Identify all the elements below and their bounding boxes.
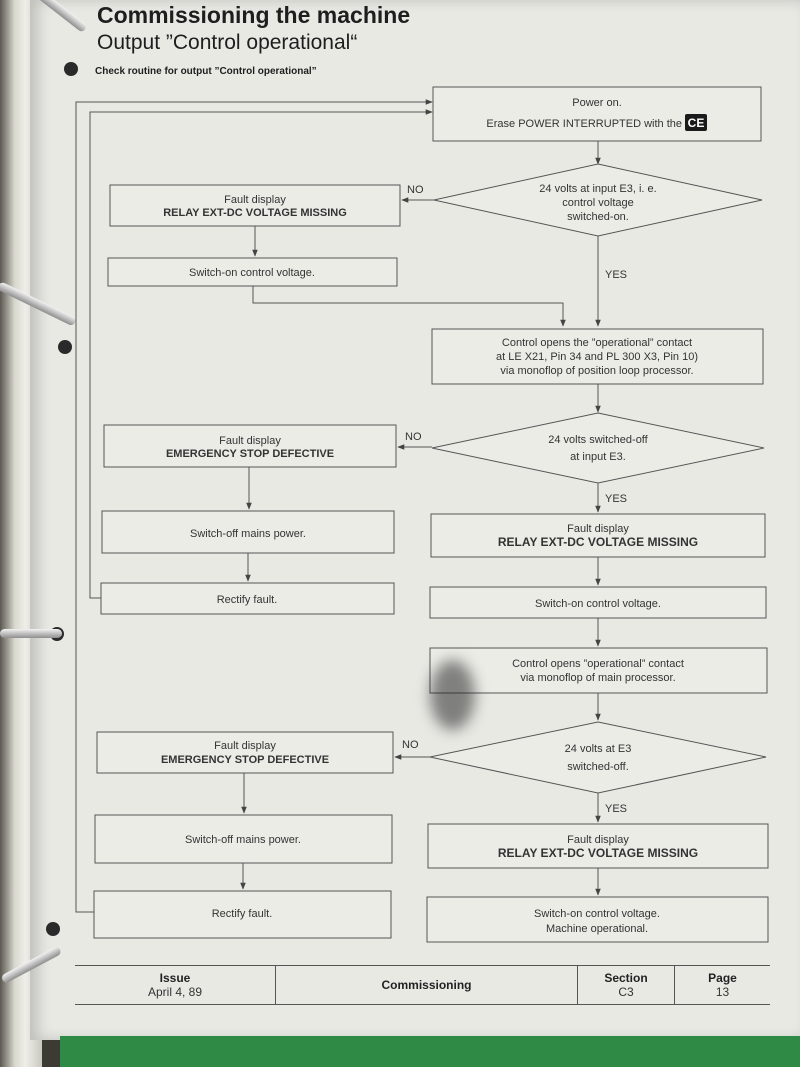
- process-box-1: Control opens the ”operational” contact …: [431, 328, 764, 385]
- footer-page-label: Page: [708, 971, 737, 985]
- start-line-1: Power on.: [572, 97, 622, 109]
- fault-1-line-2: RELAY EXT-DC VOLTAGE MISSING: [163, 207, 347, 219]
- fault-box-1: Fault display RELAY EXT-DC VOLTAGE MISSI…: [109, 184, 401, 227]
- action-box-1: Switch-on control voltage.: [107, 257, 398, 287]
- fault-3-line-2: RELAY EXT-DC VOLTAGE MISSING: [498, 535, 698, 549]
- decision-2: 24 volts switched-off at input E3.: [431, 412, 765, 484]
- action-5-text: Switch-off mains power.: [185, 834, 301, 846]
- flowchart-caption: Check routine for output ”Control operat…: [95, 66, 317, 77]
- decision-1: 24 volts at input E3, i. e. control volt…: [433, 163, 763, 237]
- footer-page-value: 13: [715, 985, 730, 999]
- decision-2-line-1: 24 volts switched-off: [548, 434, 648, 446]
- process-box-2: Control opens ”operational” contact via …: [429, 647, 768, 694]
- no-label: NO: [407, 184, 424, 196]
- process-1-line-3: via monoflop of position loop processor.: [500, 365, 693, 377]
- footer-section-value: C3: [618, 985, 634, 999]
- footer-section: Section C3: [578, 966, 674, 1004]
- process-2-line-2: via monoflop of main processor.: [520, 672, 675, 684]
- fault-box-5: Fault display RELAY EXT-DC VOLTAGE MISSI…: [427, 823, 769, 869]
- fault-box-4: Fault display EMERGENCY STOP DEFECTIVE: [96, 731, 394, 774]
- punch-hole: [64, 62, 78, 76]
- end-line-1: Switch-on control voltage.: [534, 908, 660, 920]
- fault-4-line-2: EMERGENCY STOP DEFECTIVE: [161, 754, 329, 766]
- green-cover-strip: [60, 1036, 800, 1067]
- fault-5-line-2: RELAY EXT-DC VOLTAGE MISSING: [498, 846, 698, 860]
- action-box-2: Switch-off mains power.: [101, 510, 395, 554]
- footer-divider: [577, 966, 578, 1004]
- footer-page: Page 13: [675, 966, 770, 1004]
- action-3-text: Rectify fault.: [217, 594, 278, 606]
- footer-divider: [674, 966, 675, 1004]
- action-2-text: Switch-off mains power.: [190, 528, 306, 540]
- yes-label: YES: [605, 803, 627, 815]
- decision-1-line-1: 24 volts at input E3, i. e.: [539, 183, 656, 195]
- fault-3-line-1: Fault display: [567, 523, 629, 535]
- fault-5-line-1: Fault display: [567, 834, 629, 846]
- action-1-text: Switch-on control voltage.: [189, 267, 315, 279]
- footer-section-label: Section: [604, 971, 648, 985]
- fault-1-line-1: Fault display: [224, 194, 286, 206]
- yes-label: YES: [605, 493, 627, 505]
- start-box: Power on. Erase POWER INTERRUPTED with t…: [432, 86, 762, 142]
- decision-3-line-1: 24 volts at E3: [565, 743, 632, 755]
- decision-1-line-3: switched-on.: [567, 211, 629, 223]
- fault-box-2: Fault display EMERGENCY STOP DEFECTIVE: [103, 424, 397, 468]
- footer-issue-label: Issue: [159, 971, 191, 985]
- flow-connectors: [75, 99, 601, 913]
- footer-chapter: Commissioning: [276, 966, 577, 1004]
- end-line-2: Machine operational.: [546, 923, 648, 935]
- ce-key-icon: [685, 114, 707, 131]
- action-box-3: Rectify fault.: [100, 582, 395, 615]
- decision-3-line-2: switched-off.: [567, 761, 629, 773]
- action-6-text: Rectify fault.: [212, 908, 273, 920]
- start-line-2: Erase POWER INTERRUPTED with the: [486, 118, 682, 130]
- punch-hole: [58, 340, 72, 354]
- action-box-6: Rectify fault.: [93, 890, 392, 939]
- decision-2-line-2: at input E3.: [570, 451, 626, 463]
- process-2-line-1: Control opens ”operational” contact: [512, 658, 684, 670]
- binder-ring: [0, 629, 62, 638]
- action-box-4: Switch-on control voltage.: [429, 586, 767, 619]
- page-subtitle: Output ”Control operational“: [97, 31, 358, 54]
- footer-chapter-label: Commissioning: [381, 978, 472, 992]
- photo-shadow: [430, 660, 475, 730]
- footer-issue: Issue April 4, 89: [75, 966, 275, 1004]
- page-footer: Issue April 4, 89 Commissioning Section …: [75, 965, 770, 1005]
- no-label: NO: [405, 431, 422, 443]
- process-1-line-2: at LE X21, Pin 34 and PL 300 X3, Pin 10): [496, 351, 698, 363]
- no-label: NO: [402, 739, 419, 751]
- fault-2-line-2: EMERGENCY STOP DEFECTIVE: [166, 448, 334, 460]
- page-title: Commissioning the machine: [97, 2, 411, 28]
- decision-3: 24 volts at E3 switched-off.: [429, 721, 767, 794]
- footer-divider: [275, 966, 276, 1004]
- end-box: Switch-on control voltage. Machine opera…: [426, 896, 769, 943]
- ce-key-label: CE: [688, 116, 705, 130]
- decision-1-line-2: control voltage: [562, 197, 634, 209]
- action-box-5: Switch-off mains power.: [94, 814, 393, 864]
- footer-issue-value: April 4, 89: [147, 985, 203, 999]
- fault-box-3: Fault display RELAY EXT-DC VOLTAGE MISSI…: [430, 513, 766, 558]
- process-1-line-1: Control opens the ”operational” contact: [502, 337, 692, 349]
- action-4-text: Switch-on control voltage.: [535, 598, 661, 610]
- yes-label: YES: [605, 269, 627, 281]
- fault-2-line-1: Fault display: [219, 435, 281, 447]
- punch-hole: [46, 922, 60, 936]
- fault-4-line-1: Fault display: [214, 740, 276, 752]
